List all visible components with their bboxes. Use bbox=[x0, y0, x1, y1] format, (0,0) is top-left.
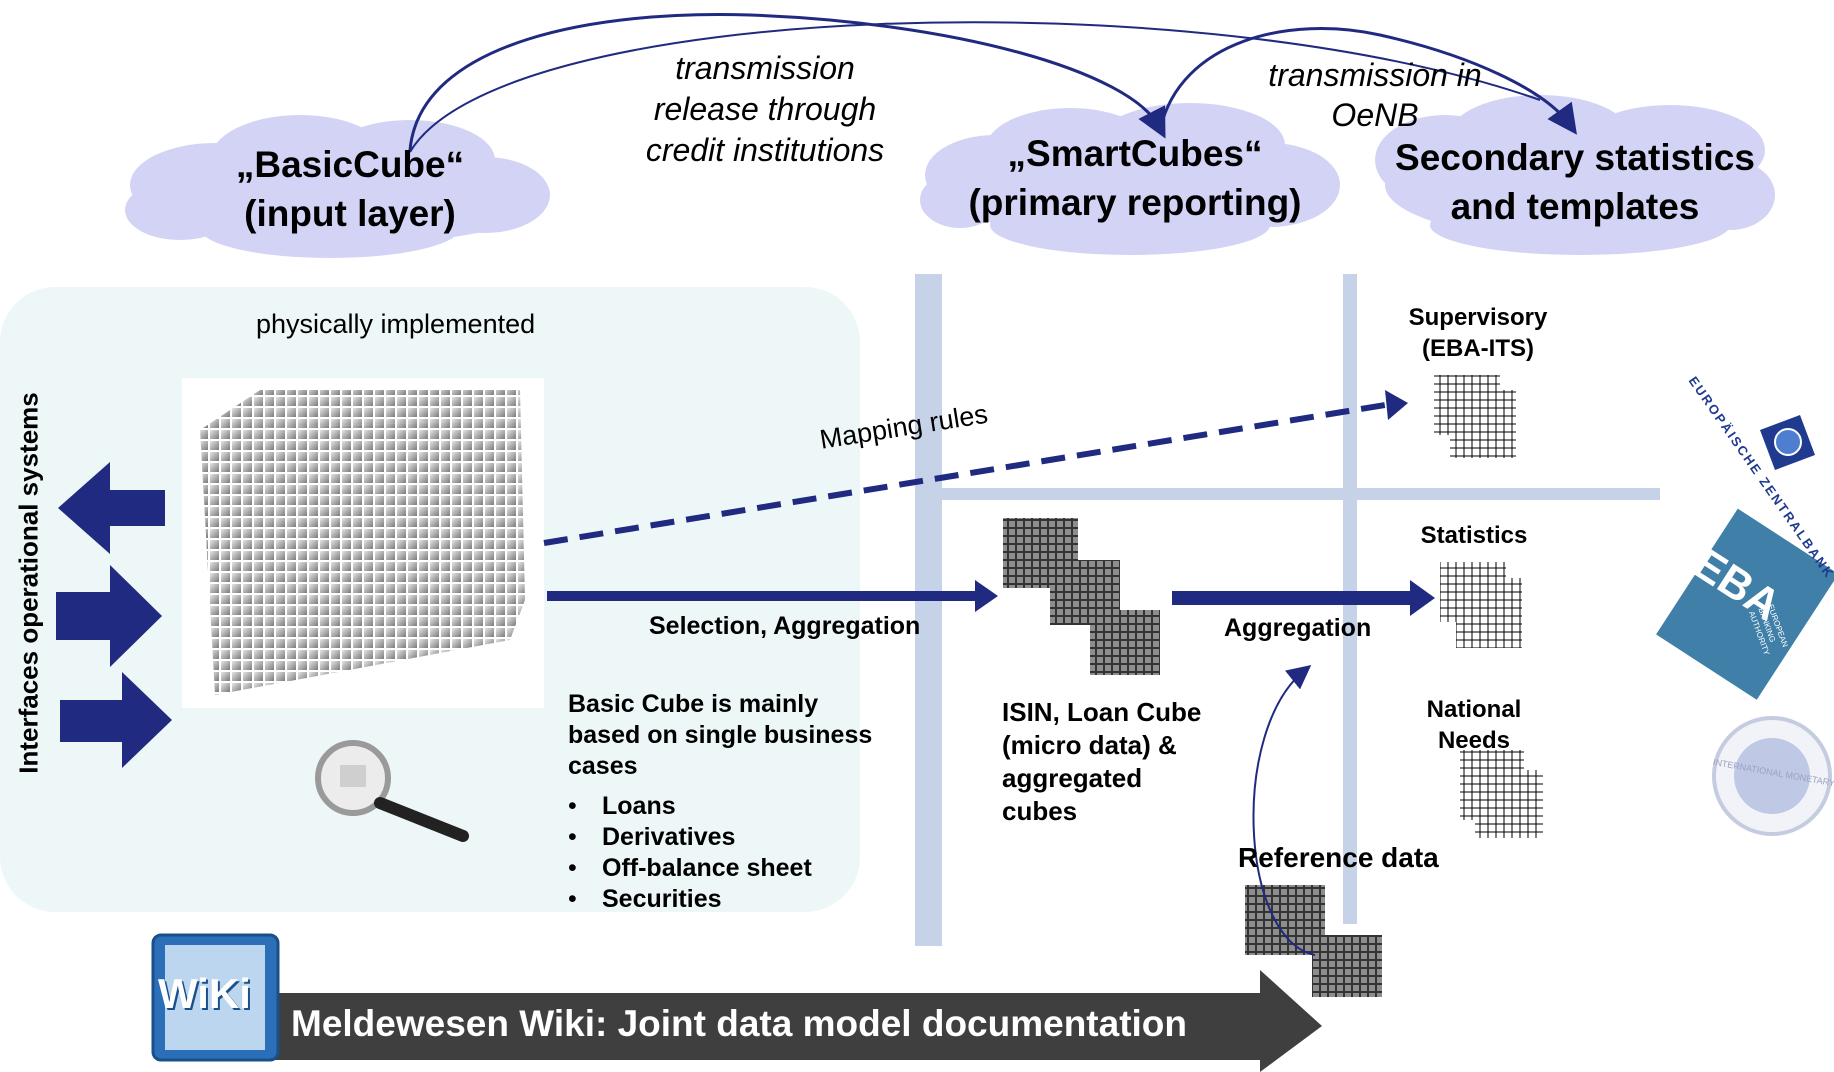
business-cases-list: Loans Derivatives Off-balance sheet Secu… bbox=[568, 791, 812, 915]
cube-description-line-2: (micro data) & bbox=[1002, 730, 1177, 760]
list-item: Off-balance sheet bbox=[568, 853, 812, 884]
reference-data-label: Reference data bbox=[1238, 842, 1439, 873]
list-item: Loans bbox=[568, 791, 812, 822]
national-needs-label: National Needs bbox=[1374, 694, 1574, 756]
transmission-oenb-line-1: transmission in bbox=[1268, 57, 1482, 93]
list-item: Derivatives bbox=[568, 822, 812, 853]
wiki-banner-arrow bbox=[270, 970, 1322, 1072]
reference-data-cubes bbox=[1245, 885, 1382, 997]
wiki-banner-text: Meldewesen Wiki: Joint data model docume… bbox=[291, 1003, 1188, 1044]
transmission-release-arrow bbox=[408, 13, 1166, 151]
cube-description: ISIN, Loan Cube (micro data) & aggregate… bbox=[1002, 696, 1201, 828]
cube-description-line-1: ISIN, Loan Cube bbox=[1002, 697, 1202, 727]
basic-cube-description: Basic Cube is mainly based on single bus… bbox=[568, 689, 872, 782]
basic-cube-cloud-label: „BasicCube“ (input layer) bbox=[200, 141, 500, 239]
basic-cube-title: „BasicCube“ bbox=[235, 144, 465, 185]
selection-aggregation-label: Selection, Aggregation bbox=[649, 612, 921, 640]
basic-cube-subtitle: (input layer) bbox=[244, 192, 456, 234]
wiki-icon bbox=[151, 933, 280, 1062]
transmission-oenb-label: transmission in OeNB bbox=[1250, 55, 1500, 135]
cube-description-line-4: cubes bbox=[1002, 796, 1078, 826]
national-needs-line-2: Needs bbox=[1437, 727, 1511, 754]
basic-cube-cloud bbox=[125, 115, 550, 258]
list-item: Securities bbox=[568, 884, 812, 915]
imf-logo-icon bbox=[1712, 716, 1832, 836]
magnifier-graphic bbox=[315, 740, 469, 842]
secondary-title: Secondary statistics bbox=[1395, 137, 1755, 178]
ecb-logo-icon bbox=[1760, 415, 1815, 470]
transmission-release-label: transmission release through credit inst… bbox=[615, 48, 915, 171]
smart-cubes-cloud-label: „SmartCubes“ (primary reporting) bbox=[940, 130, 1330, 228]
statistics-grid bbox=[1440, 562, 1522, 648]
transmission-oenb-line-2: OeNB bbox=[1331, 97, 1419, 133]
supervisory-line-2: (EBA-ITS) bbox=[1422, 335, 1534, 362]
micro-data-cubes bbox=[1003, 518, 1160, 675]
transmission-release-line-3: credit institutions bbox=[645, 132, 885, 168]
separator-horizontal bbox=[942, 488, 1660, 500]
supervisory-line-1: Supervisory bbox=[1408, 304, 1548, 331]
basic-cube-description-line-2: based on single business bbox=[568, 721, 873, 749]
statistics-label: Statistics bbox=[1420, 522, 1528, 549]
smart-cubes-cloud bbox=[920, 103, 1340, 255]
national-needs-grid bbox=[1460, 750, 1543, 838]
aggregation-label: Aggregation bbox=[1224, 614, 1372, 642]
physically-implemented-label: physically implemented bbox=[256, 309, 536, 339]
basic-cube-description-line-3: cases bbox=[568, 752, 638, 780]
cube-description-line-3: aggregated bbox=[1002, 763, 1143, 793]
smart-cubes-subtitle: (primary reporting) bbox=[968, 181, 1302, 223]
smart-cubes-title: „SmartCubes“ bbox=[1007, 133, 1263, 174]
transmission-release-line-1: transmission bbox=[675, 50, 855, 86]
eba-logo-icon bbox=[1656, 508, 1834, 700]
transmission-release-line-2: release through bbox=[653, 91, 877, 127]
basic-cube-image bbox=[182, 378, 544, 708]
separator-vertical-left bbox=[915, 274, 942, 946]
reference-data-arrow bbox=[1252, 664, 1316, 956]
supervisory-grid bbox=[1434, 375, 1516, 458]
national-needs-line-1: National bbox=[1426, 696, 1522, 723]
secondary-cloud bbox=[1375, 95, 1775, 255]
secondary-cloud-label: Secondary statistics and templates bbox=[1370, 134, 1780, 232]
interface-arrows bbox=[56, 462, 172, 768]
supervisory-label: Supervisory (EBA-ITS) bbox=[1378, 302, 1578, 364]
transmission-oenb-arrow bbox=[1158, 27, 1577, 135]
interfaces-label: Interfaces operational systems bbox=[13, 392, 44, 774]
secondary-subtitle: and templates bbox=[1450, 185, 1700, 227]
basic-cube-description-line-1: Basic Cube is mainly bbox=[568, 690, 819, 718]
wiki-icon-text: WiKi bbox=[158, 970, 251, 1017]
